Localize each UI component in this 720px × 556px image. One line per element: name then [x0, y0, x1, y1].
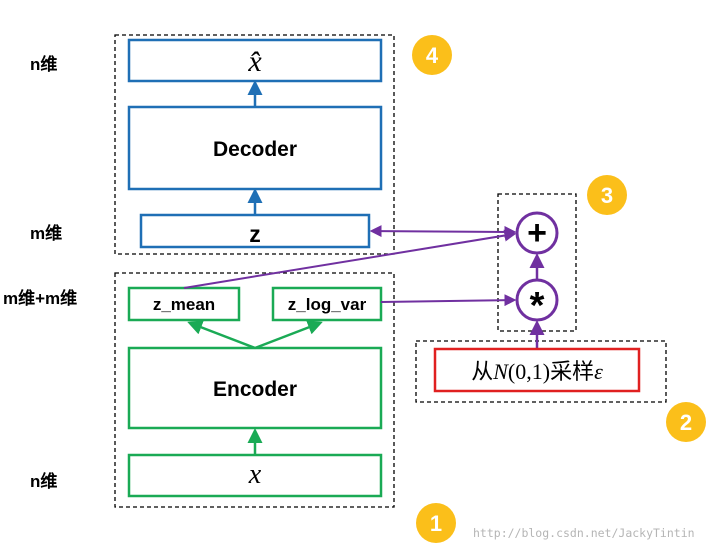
output-node	[127, 38, 383, 83]
dim-label-bottom: n维	[30, 471, 57, 491]
sample-params: (0,1)	[508, 359, 550, 384]
step-badge-2	[666, 402, 706, 442]
arrow-encoder-to-z-log-var	[254, 320, 323, 350]
z-log-var-node	[271, 286, 383, 322]
add-operator-symbol: +	[527, 214, 547, 252]
sample-node-label: 从N(0,1)采样ε	[471, 359, 603, 384]
arrow-add-to-z	[369, 225, 517, 238]
input-node-label: x	[248, 459, 262, 490]
z-mean-node-label: z_mean	[153, 295, 215, 314]
step-badge-4	[412, 35, 452, 75]
step-badge-3-label: 3	[601, 183, 613, 208]
z-node	[139, 213, 371, 249]
sample-epsilon: ε	[594, 359, 603, 384]
step-badge-1	[416, 503, 456, 543]
step-badge-4-label: 4	[426, 43, 439, 68]
z-node-label: z	[249, 221, 261, 247]
sample-group-box	[415, 340, 667, 403]
arrow-z-log-var-to-multiply	[380, 294, 517, 307]
step-badge-3	[587, 175, 627, 215]
dim-label-concat: m维+m维	[3, 288, 77, 308]
decoder-node-label: Decoder	[213, 138, 297, 161]
sample-dist-symbol: N	[492, 359, 509, 384]
encoder-node-label: Encoder	[213, 378, 297, 401]
sample-suffix: 采样	[550, 359, 594, 384]
z-log-var-node-label: z_log_var	[288, 295, 367, 314]
step-badge-1-label: 1	[430, 511, 442, 536]
arrow-z-mean-to-add	[183, 229, 517, 289]
sample-node	[433, 347, 641, 393]
watermark-text: http://blog.csdn.net/JackyTintin	[473, 526, 695, 540]
step-badge-2-label: 2	[680, 410, 692, 435]
encoder-group-box	[114, 272, 395, 508]
dim-label-middle: m维	[30, 223, 62, 243]
arrow-encoder-to-z-mean	[187, 320, 256, 350]
multiply-operator-symbol: *	[530, 285, 545, 327]
sample-prefix: 从	[471, 359, 493, 384]
output-node-label: x̂	[247, 45, 262, 78]
dim-label-top: n维	[30, 54, 57, 74]
decoder-group-box	[114, 34, 395, 255]
